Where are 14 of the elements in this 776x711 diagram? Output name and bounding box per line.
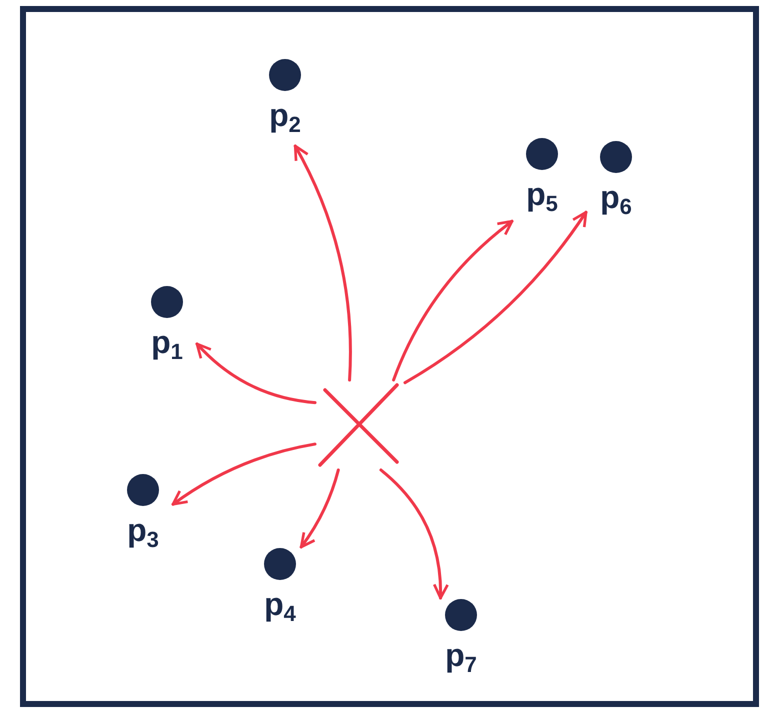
curved-arrow — [294, 144, 352, 382]
curved-arrow — [404, 210, 588, 384]
point-label: p$_{4}$ — [264, 588, 296, 620]
curved-arrow — [392, 220, 514, 382]
point-label: p$_{1}$ — [151, 326, 183, 358]
curved-arrow — [172, 442, 316, 506]
point-label: p$_{5}$ — [526, 178, 558, 210]
curved-arrow — [379, 468, 448, 600]
point-label: p$_{3}$ — [127, 514, 159, 546]
point-label: p$_{6}$ — [600, 181, 632, 213]
curved-arrow — [196, 342, 316, 404]
point-label: p$_{7}$ — [445, 639, 477, 671]
point-label: p$_{2}$ — [269, 99, 301, 131]
curved-arrow — [300, 468, 340, 548]
